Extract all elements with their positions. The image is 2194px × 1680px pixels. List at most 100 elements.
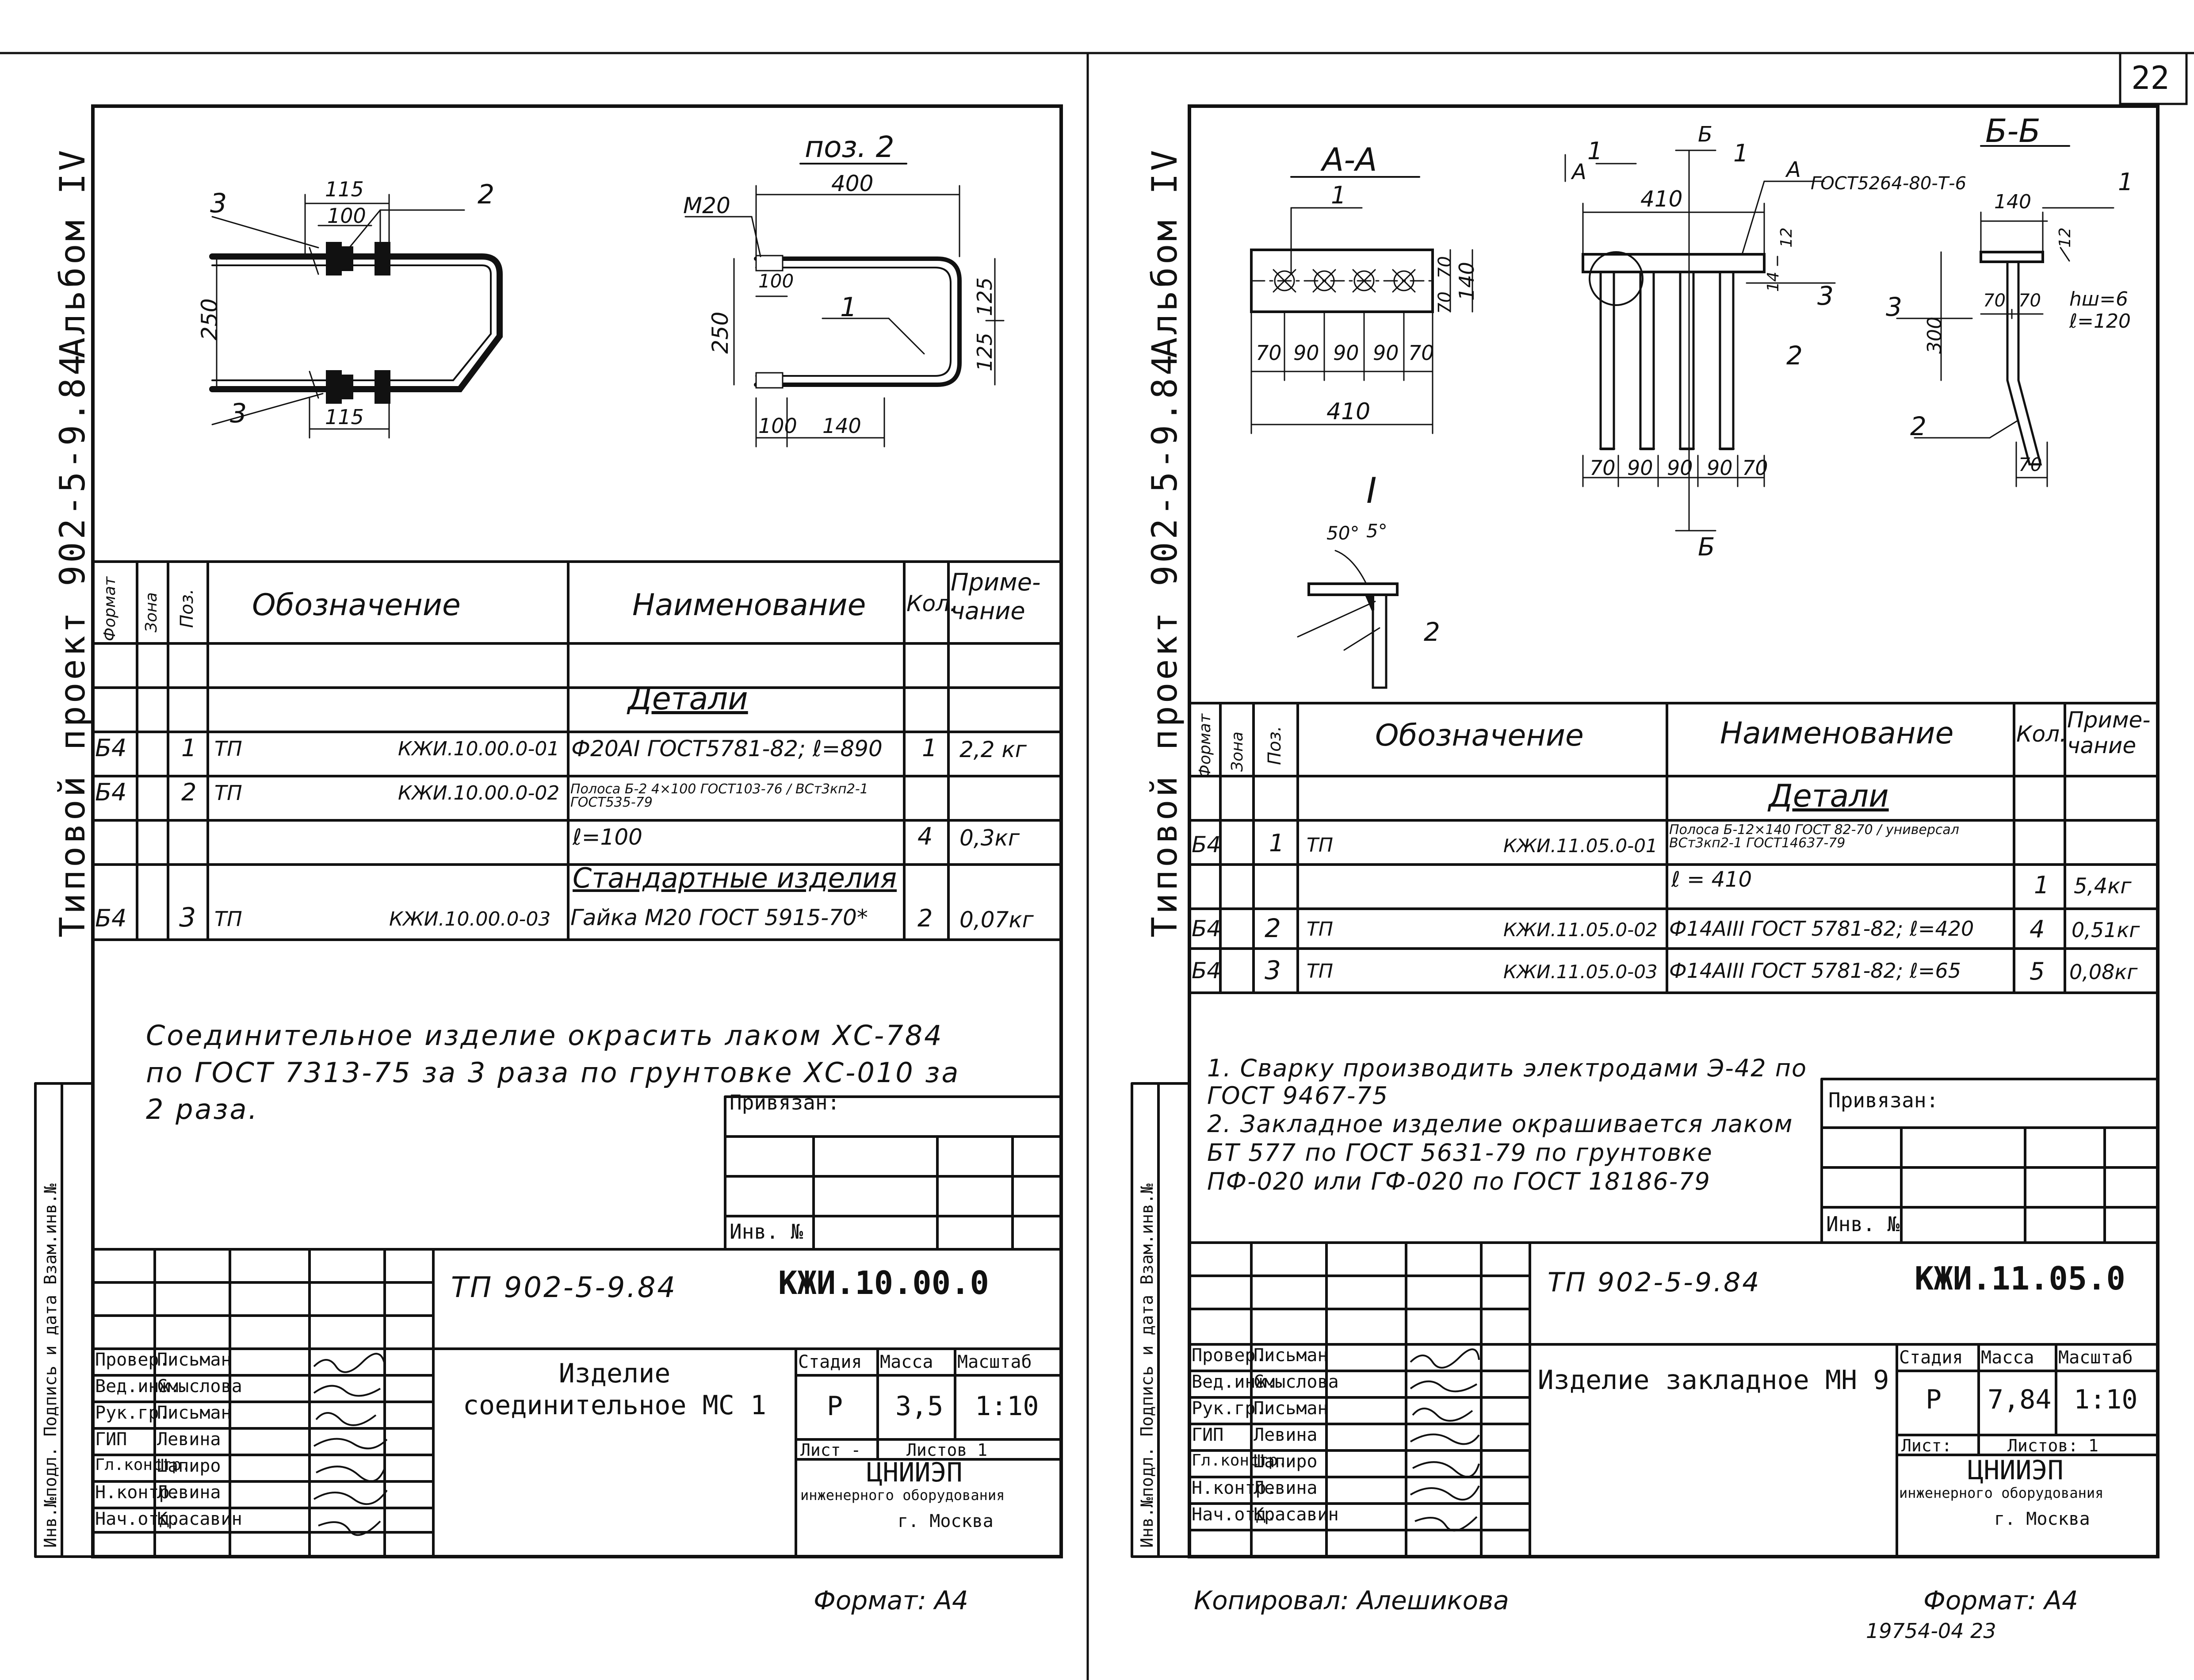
doc-code-right: КЖИ.11.05.0 [1915,1260,2125,1297]
r-row3-tp: ТП [1307,918,1333,941]
dim-250-left: 250 [197,298,222,341]
row3-name-left: ℓ=100 [573,824,642,850]
dim-115-bottom: 115 [325,405,364,429]
people-name-7-right: Красавин [1254,1504,1339,1525]
row1-note-left: 2,2 кг [959,737,1027,762]
callout-r1-top: 1 [1733,139,1749,167]
page-number: 22 [2131,59,2170,96]
title-code-right: ТП 902-5-9.84 [1548,1267,1761,1298]
row4-qty-left: 2 [917,904,933,932]
inv-no-left: Инв. № [730,1220,803,1244]
bb-dim-140: 140 [1994,191,2031,213]
r-row3-note: 0,51кг [2072,918,2140,942]
th-format-left: Формат [101,576,119,641]
org1-left: ЦНИИЭП [867,1457,963,1488]
right-project-label: Типовой проект 902-5-9.84 [1145,352,1185,938]
row1-code-left: КЖИ.10.00.0-01 [398,738,560,760]
dim-140-pos2: 140 [822,414,861,438]
r-row4-qty: 5 [2030,957,2045,985]
people-name-3-right: Письман [1254,1398,1328,1419]
callout-rA-1: А [1572,160,1586,184]
th-designation-left: Обозначение [252,588,461,623]
people-role-1-right: Провер. [1192,1345,1266,1366]
org3-left: г. Москва [898,1511,994,1531]
r-row3-name: Ф14АIII ГОСТ 5781-82; ℓ=420 [1669,917,1974,941]
r-row2-qty: 1 [2034,871,2049,899]
row4-tp-left: ТП [214,907,242,931]
r-row1-name: Полоса Б-12×140 ГОСТ 82-70 / универсал В… [1669,822,1959,851]
left-project-label: Типовой проект 902-5-9.84 [53,352,93,938]
row4-name-left: Гайка М20 ГОСТ 5915-70* [570,905,868,930]
people-name-4-left: Левина [157,1429,221,1450]
row2-name-left: Полоса Б-2 4×100 ГОСТ103-76 / ВСт3кп2-1 … [570,781,868,810]
scale-right: 1:10 [2074,1384,2138,1415]
r-row3-fmt: Б4 [1192,916,1221,941]
th-zone-right: Зона [1228,731,1246,772]
people-name-6-right: Левина [1254,1478,1318,1498]
section-details-left: Детали [628,681,748,717]
stage-right: Р [1926,1384,1942,1415]
note1-right: 1. Сварку производить электродами Э-42 п… [1207,1054,1808,1110]
mass-header-left: Масса [880,1352,933,1372]
mass-left: 3,5 [895,1391,944,1422]
row4-code-left: КЖИ.10.00.0-03 [389,908,551,930]
sheet-right: Лист: [1901,1436,1952,1455]
callout-r1-bb: 1 [2118,168,2133,196]
org2-right: инженерного оборудования [1899,1485,2104,1501]
people-role-7-right: Нач.отд. [1192,1504,1277,1525]
mass-header-right: Масса [1981,1347,2034,1368]
stage-header-right: Стадия [1899,1347,1963,1368]
r-row2-name: ℓ = 410 [1671,867,1752,892]
product-name-left: Изделие соединительное МС 1 [462,1358,767,1421]
row1-tp-left: ТП [214,737,242,761]
dim-125-b: 125 [973,333,997,371]
org1-right: ЦНИИЭП [1968,1455,2064,1486]
scale-left: 1:10 [975,1391,1039,1422]
aa-dim-90-a: 90 [1293,341,1319,365]
th-qty-left: Кол. [906,591,957,616]
people-role-3-right: Рук.гр. [1192,1398,1266,1419]
row2-tp-left: ТП [214,781,242,805]
th-name-right: Наименование [1720,716,1954,751]
people-role-1-left: Провер. [95,1350,170,1370]
detail-angle-5: 5° [1366,520,1387,542]
dim-100-pos2: 100 [758,270,794,292]
doc-code-left: КЖИ.10.00.0 [778,1264,989,1301]
mid-dim-70-b: 70 [1742,456,1768,480]
stage-left: Р [827,1391,843,1422]
mid-dim-14: 14 [1764,272,1782,292]
note-left: Соединительное изделие окрасить лаком ХС… [146,1019,960,1126]
r-row4-note: 0,08кг [2069,960,2138,984]
dim-250-pos2: 250 [707,311,733,354]
people-name-2-left: Смыслова [157,1376,242,1397]
row3-qty-left: 4 [917,823,933,850]
detail-i-label: I [1366,470,1377,511]
dim-115-top: 115 [325,177,364,201]
row4-pos-left: 3 [179,902,196,933]
people-role-3-left: Рук.гр. [95,1403,170,1423]
th-format-right: Формат [1196,713,1214,778]
mid-dim-90-b: 90 [1667,456,1693,480]
r-row1-pos: 1 [1269,829,1284,857]
title-code-left: ТП 902-5-9.84 [451,1271,677,1304]
th-qty-right: Кол. [2016,721,2067,747]
row4-note-left: 0,07кг [959,907,1034,933]
sheet-left: Лист - [800,1440,861,1460]
mid-dim-70-a: 70 [1590,456,1616,480]
gost-weld: ГОСТ5264-80-Т-6 [1811,173,1967,194]
row2-code-left: КЖИ.10.00.0-02 [398,782,560,804]
callout-r1-aa: 1 [1331,181,1346,209]
inv-no-right: Инв. № [1826,1212,1900,1236]
aa-dim-90-c: 90 [1373,341,1399,365]
callout-3-top: 3 [210,188,227,219]
callout-r3-bb: 3 [1886,292,1902,322]
dim-400: 400 [831,171,874,196]
r-row2-note: 5,4кг [2074,874,2132,899]
privyazan-right: Привязан: [1828,1088,1939,1112]
aa-dim-70-v1: 70 [1435,256,1455,279]
callout-r3-mid: 3 [1817,281,1834,311]
pos2-title: поз. 2 [805,130,894,164]
people-name-2-right: Смыслова [1254,1372,1339,1392]
scale-header-left: Масштаб [957,1352,1032,1372]
